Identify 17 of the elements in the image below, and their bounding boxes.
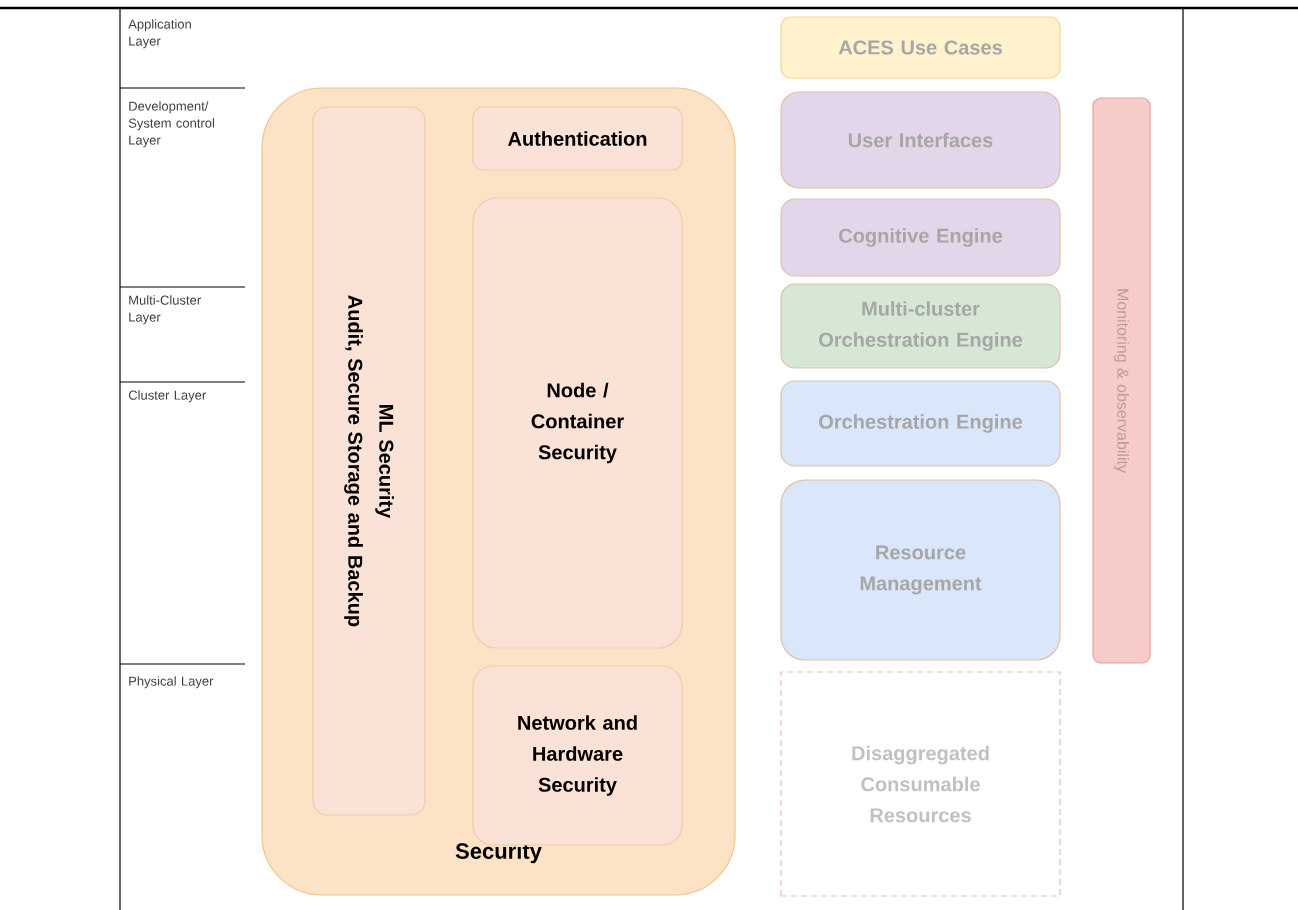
layer-box: Disaggregated Consumable Resources <box>780 671 1061 897</box>
monitoring-bar: Monitoring & observability <box>1092 97 1151 664</box>
layer-box: Orchestration Engine <box>780 380 1061 467</box>
layer-label: Multi-Cluster Layer <box>129 295 201 325</box>
layer-box: Multi-cluster Orchestration Engine <box>780 283 1061 369</box>
layer-box: Cognitive Engine <box>780 198 1061 277</box>
layer-label: Physical Layer <box>129 676 214 689</box>
layer-box: User Interfaces <box>780 91 1061 189</box>
layer-box: ACES Use Cases <box>780 16 1061 79</box>
component-box: Node / Container Security <box>472 197 683 649</box>
component-box: ML Security Audit, Secure Storage and Backup <box>312 106 426 816</box>
layer-box: Resource Management <box>780 479 1061 661</box>
component-box: Network and Hardware Security <box>472 665 683 846</box>
layer-label: Application Layer <box>128 19 191 49</box>
layer-label: Development/ System control Layer <box>128 101 214 148</box>
component-box: Authentication <box>472 106 683 171</box>
layer-label: Cluster Layer <box>128 390 206 403</box>
